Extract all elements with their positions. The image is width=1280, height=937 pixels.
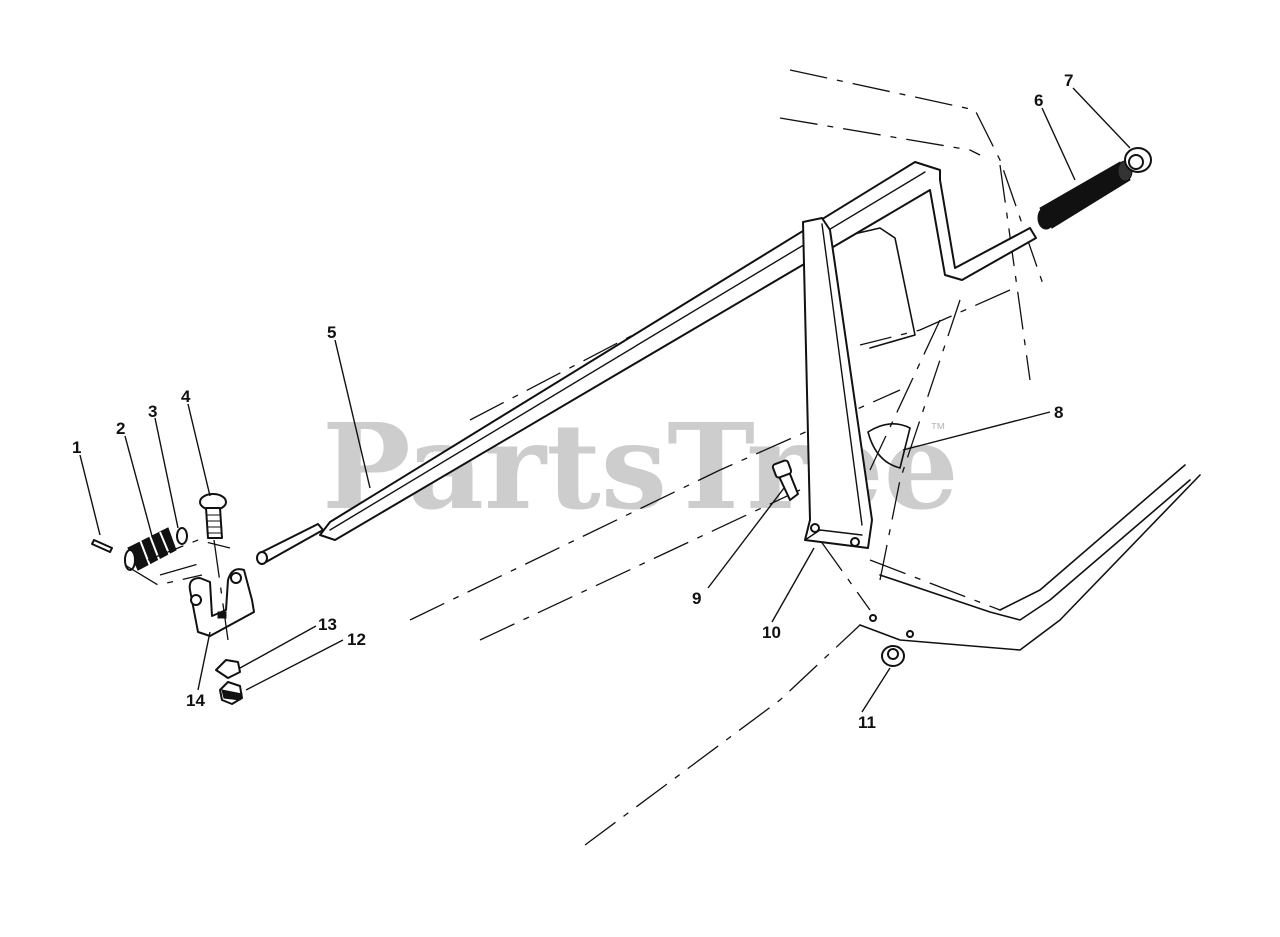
callout-9: 9 [692, 589, 701, 608]
knob-cap [1124, 147, 1152, 173]
deck-cutout [867, 423, 911, 469]
left-assembly [91, 493, 255, 705]
callout-14: 14 [186, 691, 205, 710]
spring [124, 527, 177, 571]
deck-nut [869, 614, 914, 667]
callout-1: 1 [72, 438, 81, 457]
callout-8: 8 [1054, 403, 1063, 422]
handle-grip [1037, 160, 1133, 230]
callout-4: 4 [181, 387, 191, 406]
callout-leaders [79, 87, 1131, 713]
callout-10: 10 [762, 623, 781, 642]
callout-2: 2 [116, 419, 125, 438]
deck-edge [827, 227, 1201, 651]
callout-11: 11 [858, 713, 876, 732]
callout-5: 5 [327, 323, 336, 342]
callout-12: 12 [347, 630, 366, 649]
callout-labels: 1 2 3 4 5 6 7 8 9 10 11 12 13 14 [72, 71, 1073, 732]
u-bracket [188, 568, 255, 637]
lift-rod [256, 161, 1037, 565]
hex-bolt [771, 459, 799, 501]
callout-3: 3 [148, 402, 157, 421]
carriage-bolt [199, 493, 227, 539]
lift-bracket [802, 217, 873, 549]
callout-7: 7 [1064, 71, 1073, 90]
watermark-trademark: ™ [930, 421, 946, 438]
callout-6: 6 [1034, 91, 1043, 110]
callout-13: 13 [318, 615, 337, 634]
